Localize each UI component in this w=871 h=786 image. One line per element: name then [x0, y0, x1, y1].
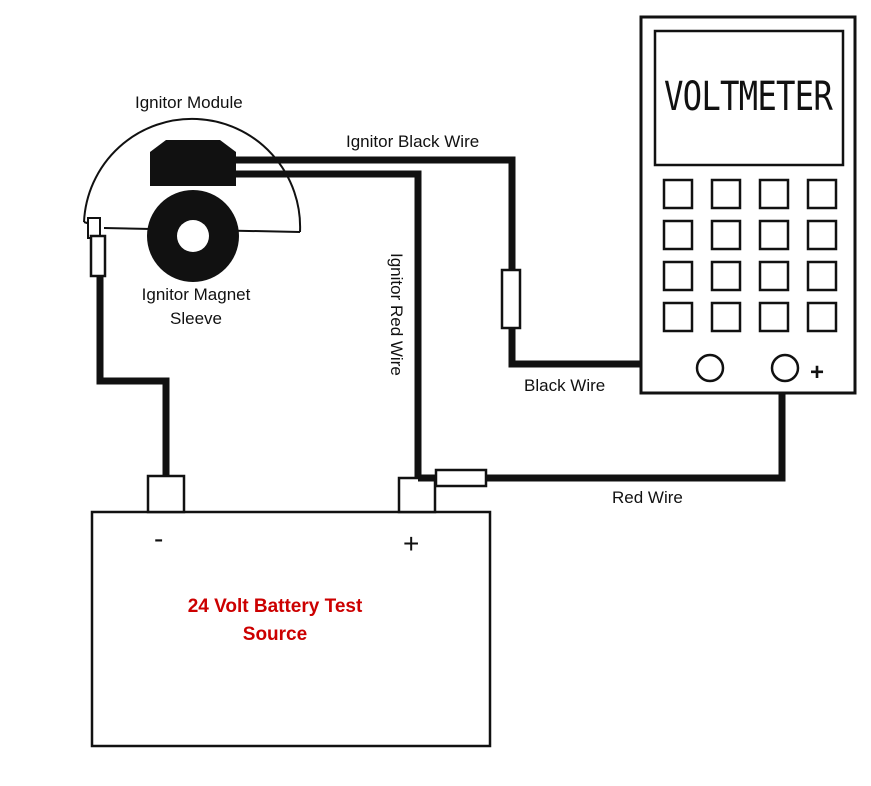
keypad-key-r4c2: [710, 301, 742, 333]
meter-negative-jack: [695, 353, 725, 383]
keypad-key-r3c4: [806, 260, 838, 292]
black-wire: [508, 328, 700, 368]
ignitor-red-wire-label: Ignitor Red Wire: [387, 253, 406, 376]
ignitor-module-label: Ignitor Module: [135, 93, 243, 112]
ignitor-magnet-label-line1: Ignitor Magnet: [142, 285, 251, 304]
keypad-key-r3c1: [662, 260, 694, 292]
negative-wire: [96, 272, 170, 476]
keypad-key-r1c3: [758, 178, 790, 210]
meter-positive-sign: +: [810, 359, 824, 386]
keypad-key-r1c4: [806, 178, 838, 210]
keypad-key-r3c3: [758, 260, 790, 292]
positive-terminal: [397, 476, 437, 514]
ignitor-module-body: [150, 140, 236, 186]
battery-label-line1: 24 Volt Battery Test: [188, 596, 363, 617]
battery-label-line2: Source: [243, 624, 307, 645]
red-wire-label: Red Wire: [612, 488, 683, 507]
keypad-key-r2c2: [710, 219, 742, 251]
ignitor-connector: [89, 234, 107, 278]
ignitor-red-wire: [236, 170, 422, 478]
keypad-key-r3c2: [710, 260, 742, 292]
ignitor-black-wire-label: Ignitor Black Wire: [346, 132, 479, 151]
magnet-hole: [177, 220, 209, 252]
meter-positive-jack: [770, 353, 800, 383]
red-wire-connector: [434, 468, 488, 488]
black-wire-connector: [500, 268, 522, 330]
ignitor-magnet-label-line2: Sleeve: [170, 309, 222, 328]
positive-sign: +: [403, 528, 419, 559]
red-wire: [486, 374, 786, 482]
ignitor-magnet-sleeve: [147, 190, 239, 282]
black-wire-label: Black Wire: [524, 376, 605, 395]
ignitor-arc: [83, 117, 302, 233]
keypad-key-r4c1: [662, 301, 694, 333]
keypad-key-r4c3: [758, 301, 790, 333]
keypad-key-r2c1: [662, 219, 694, 251]
ignitor-black-wire: [236, 156, 516, 270]
ignitor-module: [83, 117, 302, 278]
voltmeter-display: [653, 29, 845, 167]
voltmeter-keypad: [662, 178, 838, 333]
keypad-key-r1c2: [710, 178, 742, 210]
battery: - + 24 Volt Battery Test Source: [90, 474, 492, 748]
keypad-key-r2c4: [806, 219, 838, 251]
keypad-key-r4c4: [806, 301, 838, 333]
battery-body: [90, 510, 492, 748]
voltmeter: VOLTMETER +: [639, 15, 857, 395]
keypad-key-r1c1: [662, 178, 694, 210]
keypad-key-r2c3: [758, 219, 790, 251]
voltmeter-display-text: VOLTMETER: [664, 74, 834, 120]
negative-terminal: [146, 474, 186, 514]
negative-sign: -: [154, 523, 163, 554]
